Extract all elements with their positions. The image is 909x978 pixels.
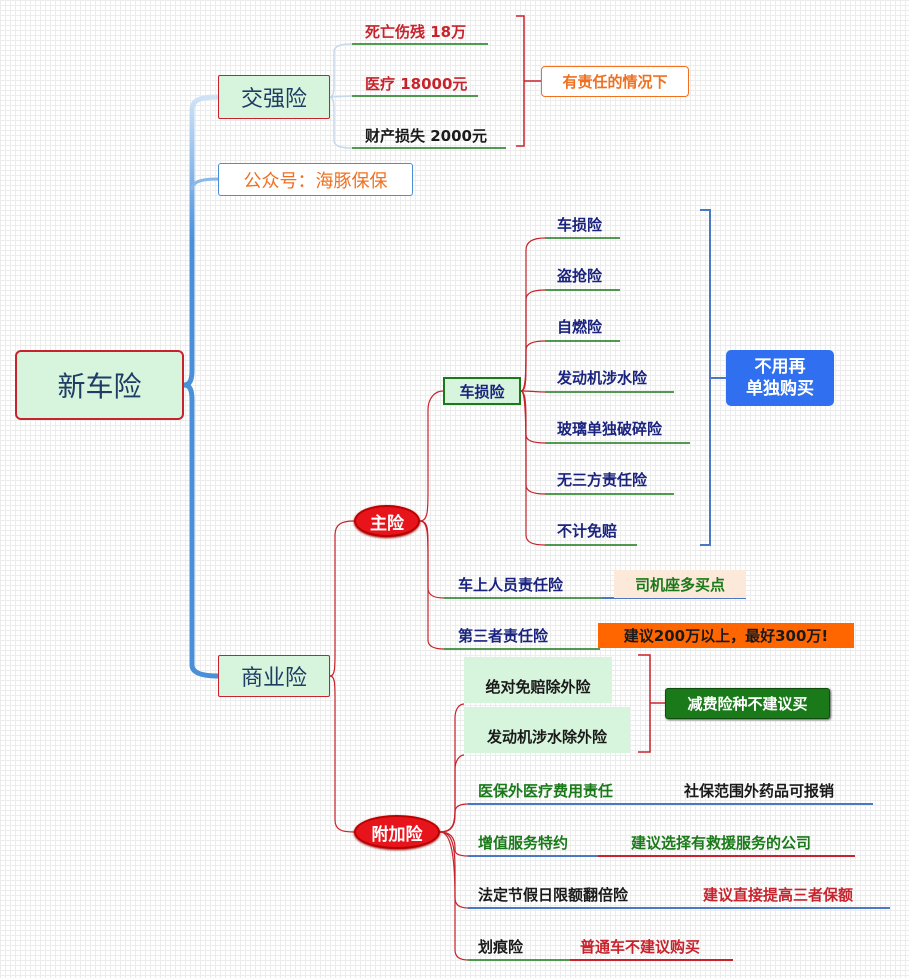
zhuxian-node[interactable]: 主险 (354, 505, 420, 537)
branch-jiaoqiang[interactable]: 交强险 (218, 75, 330, 119)
addon-item-label[interactable]: 医保外医疗费用责任 (478, 782, 614, 800)
main-item-label[interactable]: 第三者责任险 (458, 627, 549, 645)
addon-item-note: 社保范围外药品可报销 (684, 782, 835, 800)
fujiaxian-node[interactable]: 附加险 (354, 815, 440, 849)
chesun-item[interactable]: 玻璃单独破碎险 (557, 420, 663, 438)
jiaoqiang-item[interactable]: 死亡伤残 18万 (365, 23, 467, 41)
chesun-item[interactable]: 盗抢险 (557, 267, 603, 285)
reduce-item[interactable]: 绝对免赔除外险 (464, 657, 612, 703)
main-item-label[interactable]: 车上人员责任险 (458, 576, 564, 594)
main-item-note: 司机座多买点 (614, 570, 746, 598)
jiaoqiang-note: 有责任的情况下 (541, 66, 689, 97)
jiaoqiang-item[interactable]: 财产损失 2000元 (365, 127, 487, 145)
chesun-item[interactable]: 无三方责任险 (557, 471, 648, 489)
addon-item-label[interactable]: 法定节假日限额翻倍险 (478, 886, 629, 904)
addon-item-note: 建议直接提高三者保额 (703, 886, 854, 904)
branch-gongzhonghao[interactable]: 公众号：海豚保保 (218, 163, 413, 196)
addon-item-note: 普通车不建议购买 (580, 938, 701, 956)
chesun-item[interactable]: 发动机涉水险 (557, 369, 648, 387)
branch-shangye[interactable]: 商业险 (218, 655, 330, 697)
chesun-note: 不用再 单独购买 (726, 350, 834, 406)
chesun-node[interactable]: 车损险 (443, 377, 521, 405)
jiaoqiang-item[interactable]: 医疗 18000元 (365, 75, 468, 93)
chesun-item[interactable]: 自燃险 (557, 318, 603, 336)
root-node[interactable]: 新车险 (15, 350, 184, 420)
addon-item-note: 建议选择有救援服务的公司 (631, 834, 812, 852)
chesun-item[interactable]: 不计免赔 (557, 522, 618, 540)
chesun-item[interactable]: 车损险 (557, 216, 603, 234)
reduce-item[interactable]: 发动机涉水除外险 (464, 707, 630, 753)
reduce-note: 减费险种不建议买 (665, 688, 830, 719)
addon-item-label[interactable]: 增值服务特约 (478, 834, 569, 852)
main-item-note: 建议200万以上，最好300万! (598, 623, 854, 648)
addon-item-label[interactable]: 划痕险 (478, 938, 524, 956)
